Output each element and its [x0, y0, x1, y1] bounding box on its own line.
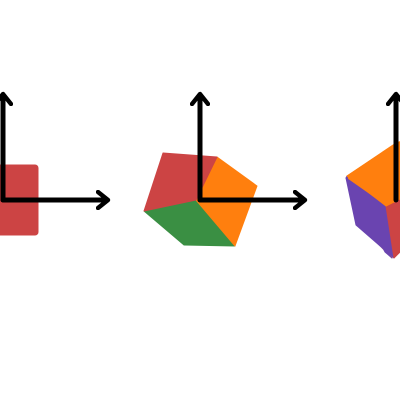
cube-face-top	[346, 141, 400, 207]
panel-tilted-view	[143, 96, 303, 247]
panel-front-view	[0, 96, 106, 236]
panel-rotated-view	[345, 96, 400, 259]
